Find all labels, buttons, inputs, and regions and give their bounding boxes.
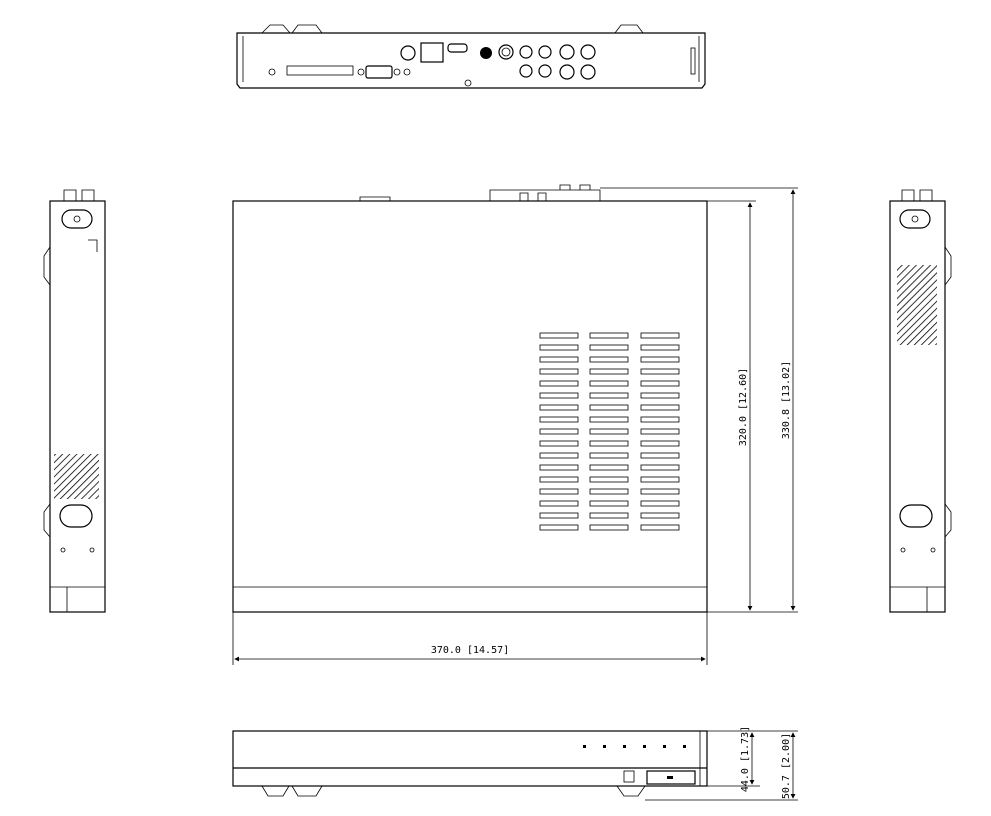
vent-slot xyxy=(589,464,629,471)
vent-slot xyxy=(539,428,579,435)
vent-slot xyxy=(539,512,579,519)
indicator-leds xyxy=(583,745,686,748)
right-side-view xyxy=(889,189,952,613)
indicator-led xyxy=(643,745,646,748)
vent-slot xyxy=(640,476,680,483)
ethernet-port xyxy=(420,42,444,63)
vent-slot xyxy=(589,452,629,459)
vent-slot xyxy=(640,368,680,375)
vent-slot xyxy=(539,404,579,411)
terminal-block xyxy=(286,65,354,76)
vent-slot xyxy=(539,416,579,423)
vent-slot xyxy=(640,416,680,423)
indicator-led xyxy=(683,745,686,748)
vent-slot xyxy=(640,404,680,411)
vent-slot xyxy=(539,476,579,483)
vent-slot xyxy=(539,440,579,447)
vent-slot xyxy=(640,380,680,387)
depth-body-dimension-label: 320.0 [12.60] xyxy=(738,368,749,446)
vent-slot xyxy=(539,380,579,387)
vent-slot xyxy=(589,332,629,339)
rear-view xyxy=(236,24,706,89)
front-view xyxy=(232,730,708,797)
vent-slot xyxy=(640,464,680,471)
hdmi-port xyxy=(447,43,468,53)
height-body-dimension-label: 44.0 [1.73] xyxy=(740,726,751,792)
vent-slot xyxy=(539,356,579,363)
vent-slot xyxy=(539,452,579,459)
vent-slot xyxy=(640,344,680,351)
indicator-led xyxy=(623,745,626,748)
vent-slot xyxy=(589,440,629,447)
height-total-dimension-label: 50.7 [2.00] xyxy=(781,733,792,799)
vent-slot xyxy=(589,476,629,483)
vent-grid xyxy=(539,332,680,531)
vent-slot xyxy=(539,332,579,339)
usb-port-square xyxy=(623,770,635,783)
vent-slot xyxy=(589,392,629,399)
vent-slot xyxy=(589,416,629,423)
vent-slot xyxy=(640,452,680,459)
vent-slot xyxy=(539,464,579,471)
vent-slot xyxy=(589,404,629,411)
indicator-led xyxy=(663,745,666,748)
vent-slot xyxy=(640,500,680,507)
indicator-led xyxy=(583,745,586,748)
vent-slot xyxy=(539,500,579,507)
vent-slot xyxy=(589,428,629,435)
dimension-lines xyxy=(232,187,798,801)
vent-slot xyxy=(640,512,680,519)
vent-slot xyxy=(589,500,629,507)
vent-slot xyxy=(640,356,680,363)
vent-slot xyxy=(589,356,629,363)
top-view xyxy=(232,184,708,613)
vent-slot xyxy=(640,332,680,339)
vga-port xyxy=(365,65,393,79)
usb-ports xyxy=(646,770,696,785)
left-side-view xyxy=(43,189,106,613)
vent-slot xyxy=(640,488,680,495)
width-dimension-label: 370.0 [14.57] xyxy=(431,645,509,656)
vent-slot xyxy=(589,512,629,519)
vent-slot xyxy=(640,428,680,435)
bnc-ports xyxy=(519,44,596,80)
depth-total-dimension-label: 330.8 [13.02] xyxy=(781,361,792,439)
vent-slot xyxy=(640,392,680,399)
vent-slot xyxy=(640,440,680,447)
vent-slot xyxy=(539,524,579,531)
vent-slot xyxy=(539,368,579,375)
vent-slot xyxy=(589,524,629,531)
vent-slot xyxy=(589,344,629,351)
vent-slot xyxy=(539,488,579,495)
vent-slot xyxy=(589,488,629,495)
power-port xyxy=(400,45,416,61)
vent-slot xyxy=(640,524,680,531)
vent-slot xyxy=(589,380,629,387)
vent-slot xyxy=(589,368,629,375)
vent-slot xyxy=(539,392,579,399)
vent-slot xyxy=(539,344,579,351)
indicator-led xyxy=(603,745,606,748)
